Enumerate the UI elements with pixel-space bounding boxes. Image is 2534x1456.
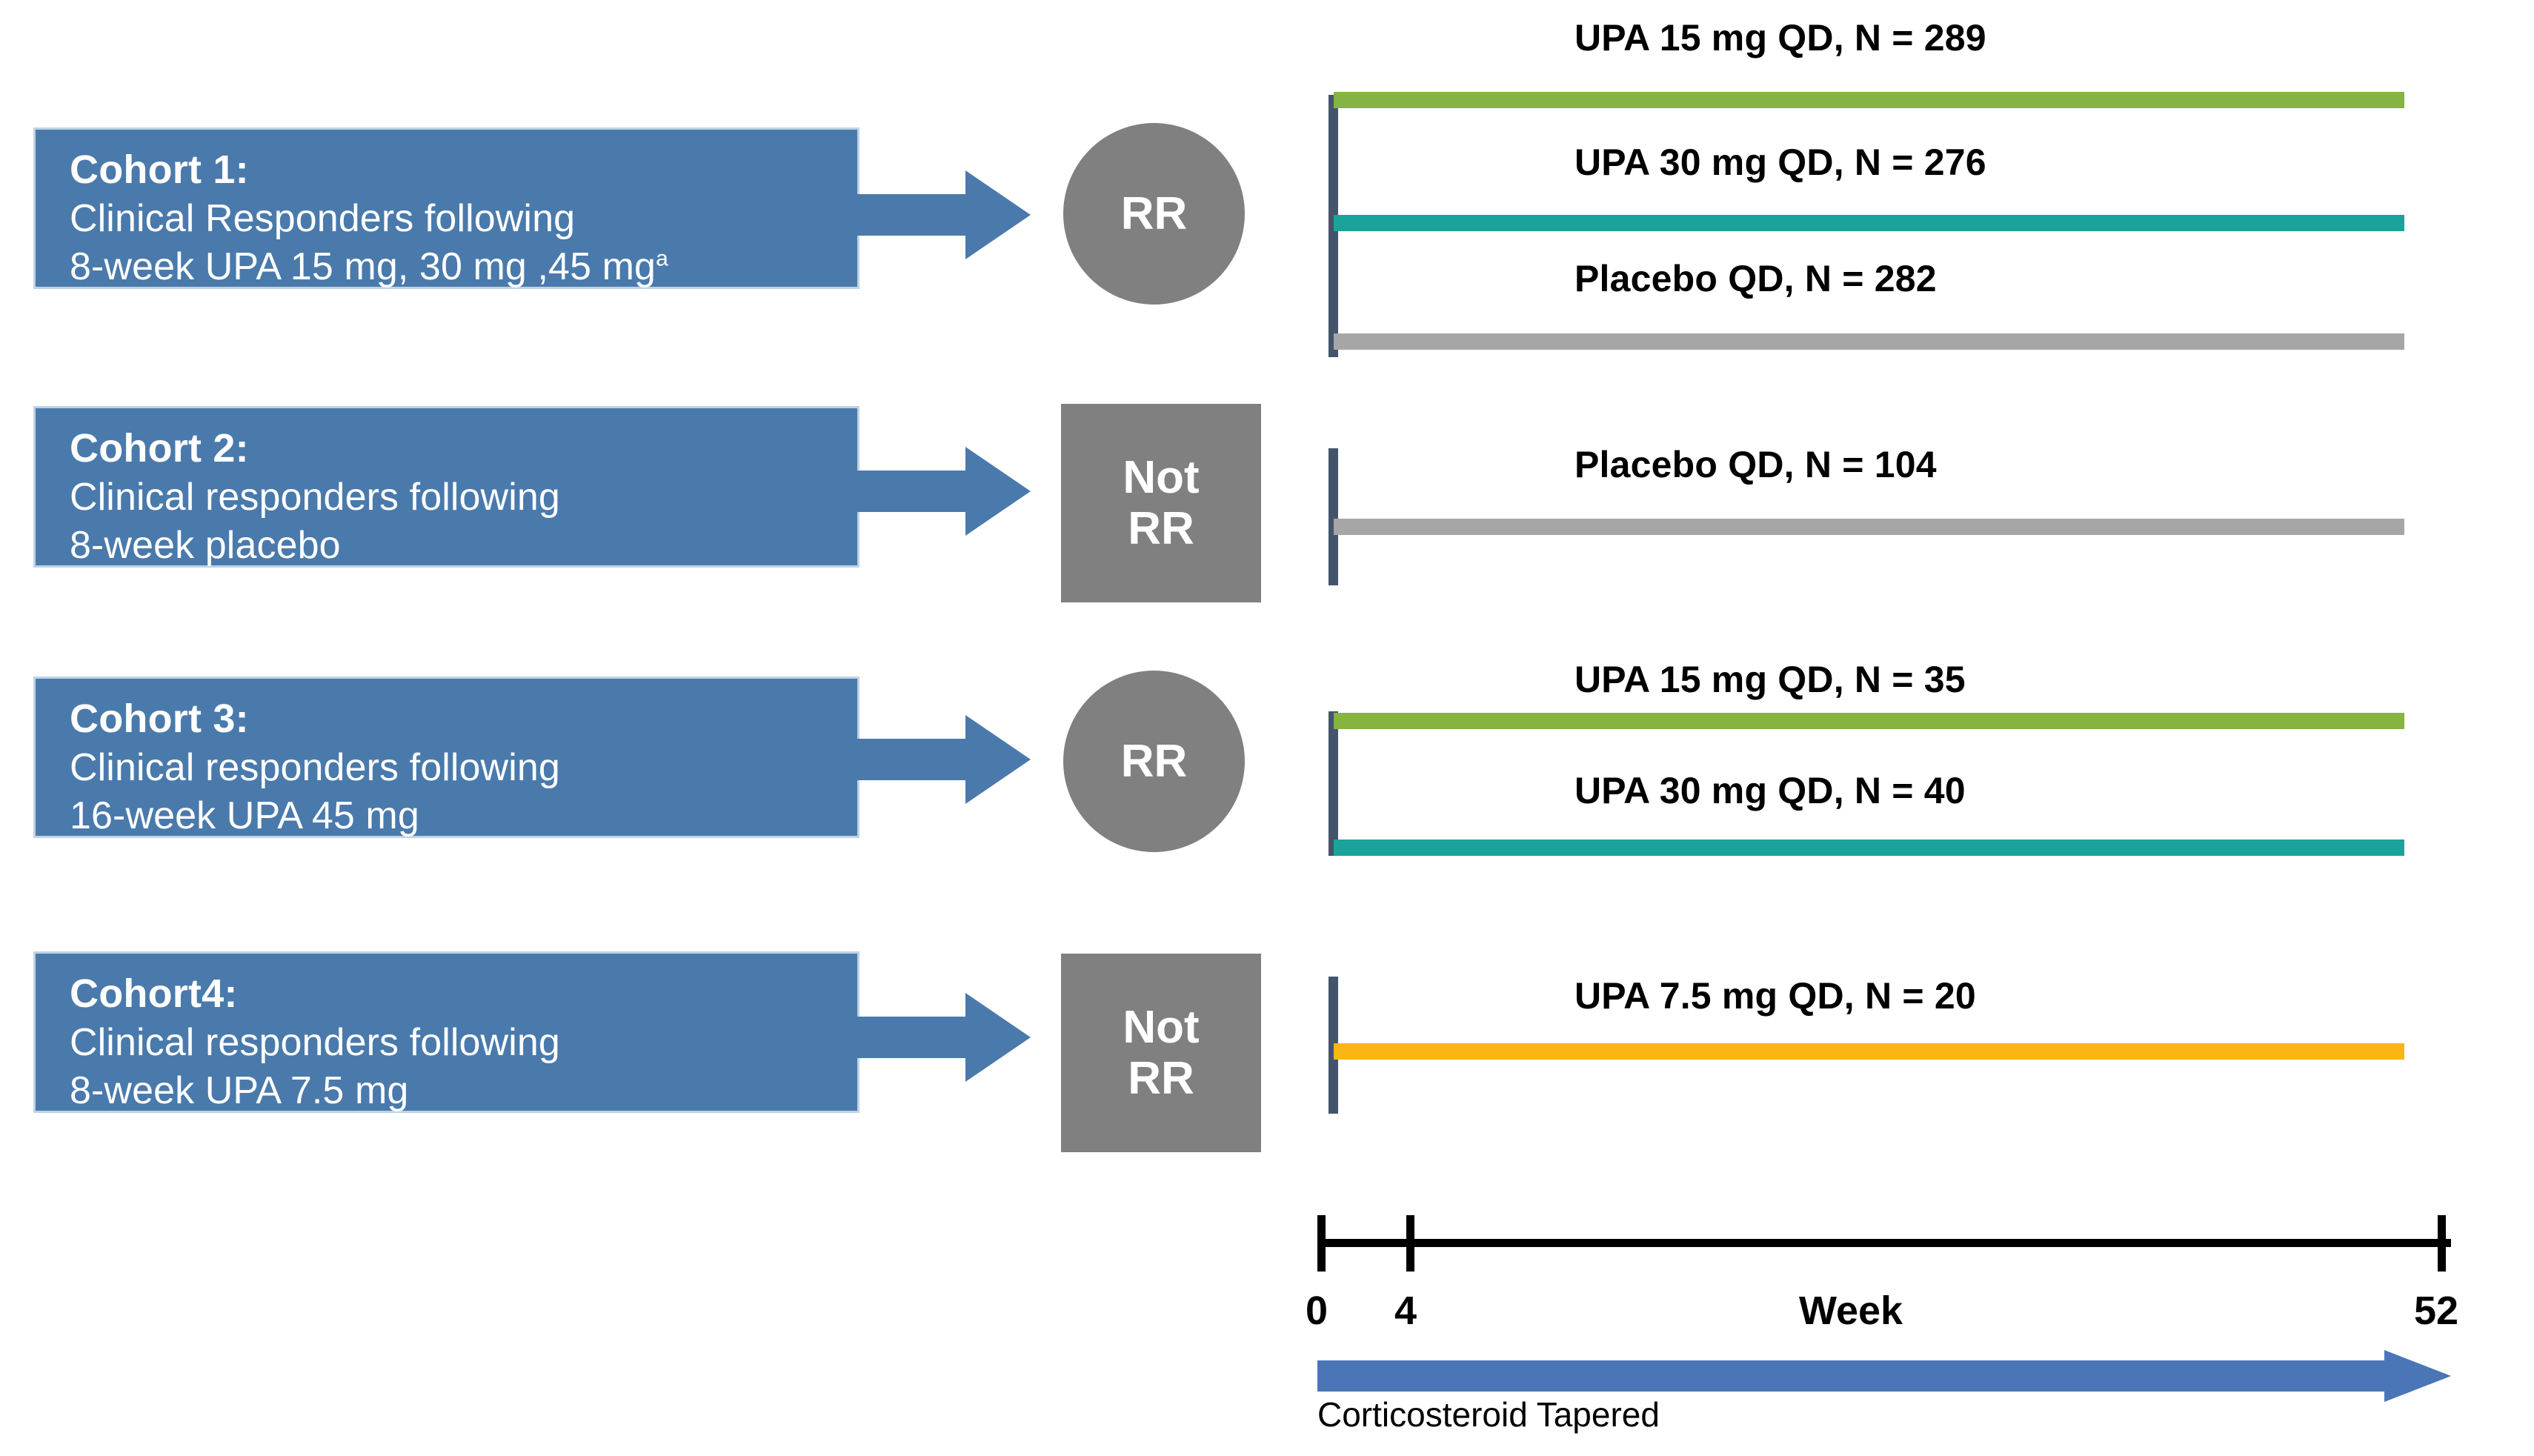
cohort-box-2[interactable]: Cohort 2: Clinical responders following … [33, 406, 859, 568]
flow-arrow-cohort-3 [856, 715, 1031, 804]
arm-label-c4-upa75: UPA 7.5 mg QD, N = 20 [1574, 975, 1976, 1017]
arm-label-c1-placebo: Placebo QD, N = 282 [1574, 258, 1937, 299]
status-label-line-2: RR [1128, 503, 1194, 554]
corticosteroid-taper-label: Corticosteroid Tapered [1317, 1395, 1660, 1434]
status-label: RR [1120, 187, 1188, 239]
arm-label-c2-placebo: Placebo QD, N = 104 [1574, 444, 1937, 485]
cohort-box-1[interactable]: Cohort 1: Clinical Responders following … [33, 127, 859, 289]
cohort-description-line-1: Clinical Responders following [70, 196, 576, 240]
status-circle-rr-3: RR [1063, 671, 1245, 852]
flow-arrow-cohort-4 [856, 993, 1031, 1082]
cohort-description-line-1: Clinical responders following [70, 745, 560, 789]
status-label-line-1: Not [1123, 451, 1200, 503]
corticosteroid-taper-arrow [1317, 1350, 2451, 1402]
timeline-tick-0 [1317, 1215, 1326, 1271]
cohort-title: Cohort 1: [70, 147, 249, 192]
status-label-line-2: RR [1128, 1053, 1194, 1104]
status-label-line-1: Not [1123, 1001, 1200, 1053]
cohort-description-line-2: 8-week UPA 15 mg, 30 mg ,45 mga [70, 243, 857, 292]
timeline-axis [1317, 1239, 2451, 1247]
cohort-description-text: 8-week UPA 15 mg, 30 mg ,45 mg [70, 245, 656, 289]
baseline-axis-cohort-2 [1328, 448, 1338, 585]
arm-label-c3-upa15: UPA 15 mg QD, N = 35 [1574, 659, 1966, 700]
timeline-tick-label-4: 4 [1394, 1289, 1417, 1333]
cohort-title: Cohort 2: [70, 426, 249, 471]
timeline-tick-label-52: 52 [2414, 1289, 2459, 1333]
timeline-tick-4 [1406, 1215, 1414, 1271]
arm-bar-c3-upa30 [1334, 840, 2404, 856]
cohort-box-4[interactable]: Cohort4: Clinical responders following 8… [33, 951, 859, 1113]
baseline-axis-cohort-1 [1328, 95, 1338, 357]
cohort-box-3[interactable]: Cohort 3: Clinical responders following … [33, 677, 859, 838]
cohort-title: Cohort4: [70, 971, 238, 1016]
arm-bar-c1-placebo [1334, 333, 2404, 350]
status-label: RR [1120, 735, 1188, 787]
arm-label-c1-upa15: UPA 15 mg QD, N = 289 [1574, 17, 1986, 59]
timeline-tick-52 [2438, 1215, 2446, 1271]
timeline-tick-label-0: 0 [1306, 1289, 1328, 1333]
status-circle-rr-1: RR [1063, 123, 1245, 305]
arm-label-c1-upa30: UPA 30 mg QD, N = 276 [1574, 142, 1986, 183]
arm-bar-c2-placebo [1334, 519, 2404, 535]
arm-bar-c4-upa75 [1334, 1043, 2404, 1060]
flow-arrow-cohort-1 [856, 170, 1031, 259]
baseline-axis-cohort-4 [1328, 977, 1338, 1114]
cohort-title: Cohort 3: [70, 697, 249, 741]
arm-label-c3-upa30: UPA 30 mg QD, N = 40 [1574, 770, 1966, 811]
cohort-description-line-2: 8-week placebo [70, 524, 341, 568]
cohort-description-line-1: Clinical responders following [70, 475, 560, 519]
cohort-description-line-2: 8-week UPA 7.5 mg [70, 1069, 409, 1113]
baseline-axis-cohort-3 [1328, 711, 1338, 856]
footnote-marker: a [656, 247, 668, 272]
timeline-unit-label: Week [1799, 1289, 1903, 1333]
arm-bar-c1-upa30 [1334, 215, 2404, 231]
arm-bar-c1-upa15 [1334, 92, 2404, 108]
cohort-description-line-2: 16-week UPA 45 mg [70, 794, 419, 838]
cohort-description-line-1: Clinical responders following [70, 1020, 560, 1064]
arm-bar-c3-upa15 [1334, 713, 2404, 729]
flow-arrow-cohort-2 [856, 447, 1031, 536]
